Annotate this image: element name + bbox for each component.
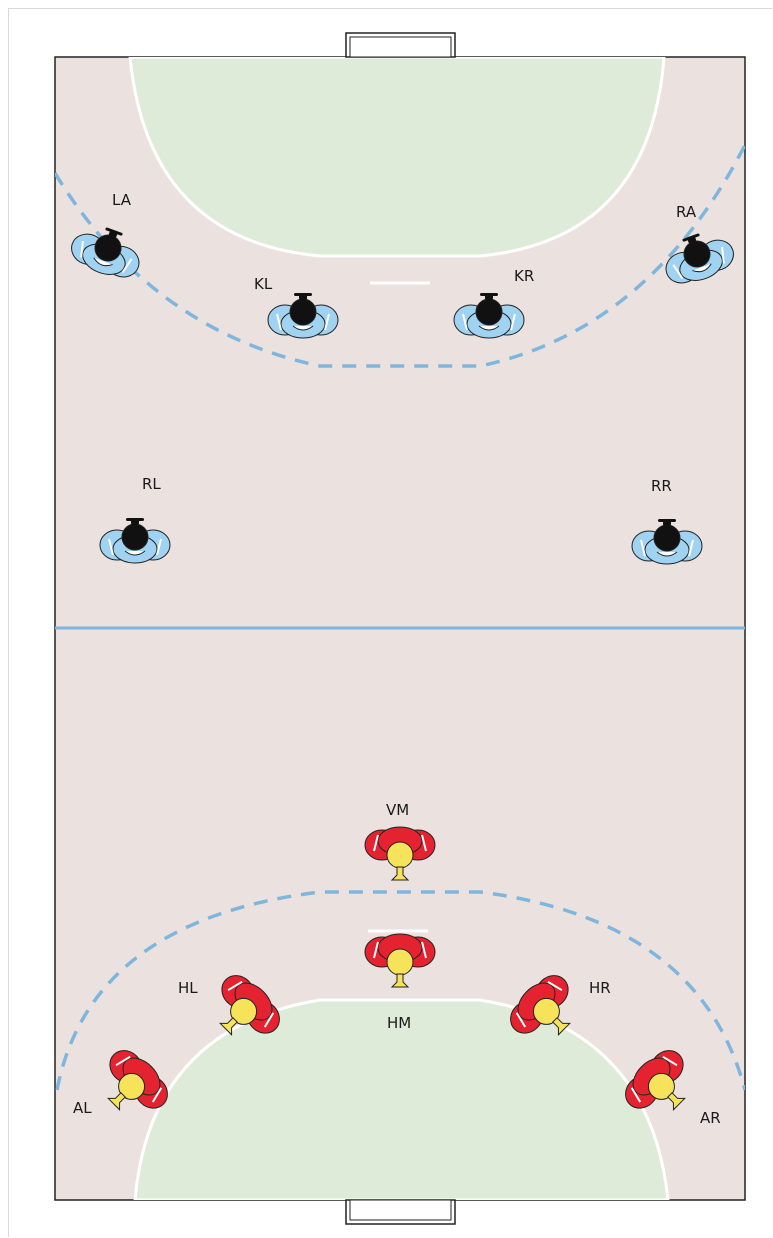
image-frame: [8, 8, 772, 1237]
label-ar: AR: [700, 1109, 721, 1127]
label-kl: KL: [254, 275, 273, 293]
label-ra: RA: [676, 203, 697, 221]
label-la: LA: [112, 191, 132, 209]
free-throw-line-top: [55, 144, 745, 368]
label-rr: RR: [651, 477, 672, 495]
label-vm: VM: [386, 801, 409, 819]
label-hl: HL: [178, 979, 198, 997]
label-rl: RL: [142, 475, 161, 493]
label-kr: KR: [514, 267, 534, 285]
goal-bottom: [345, 1199, 456, 1225]
free-throw-line-bottom: [55, 890, 745, 1091]
goal-area-top: [128, 57, 666, 258]
player-labels: LA KL KR RA RL RR VM HM HL HR AL AR: [73, 191, 721, 1127]
label-hm: HM: [387, 1014, 411, 1032]
label-al: AL: [73, 1099, 92, 1117]
goal-top: [345, 32, 456, 58]
label-hr: HR: [589, 979, 611, 997]
